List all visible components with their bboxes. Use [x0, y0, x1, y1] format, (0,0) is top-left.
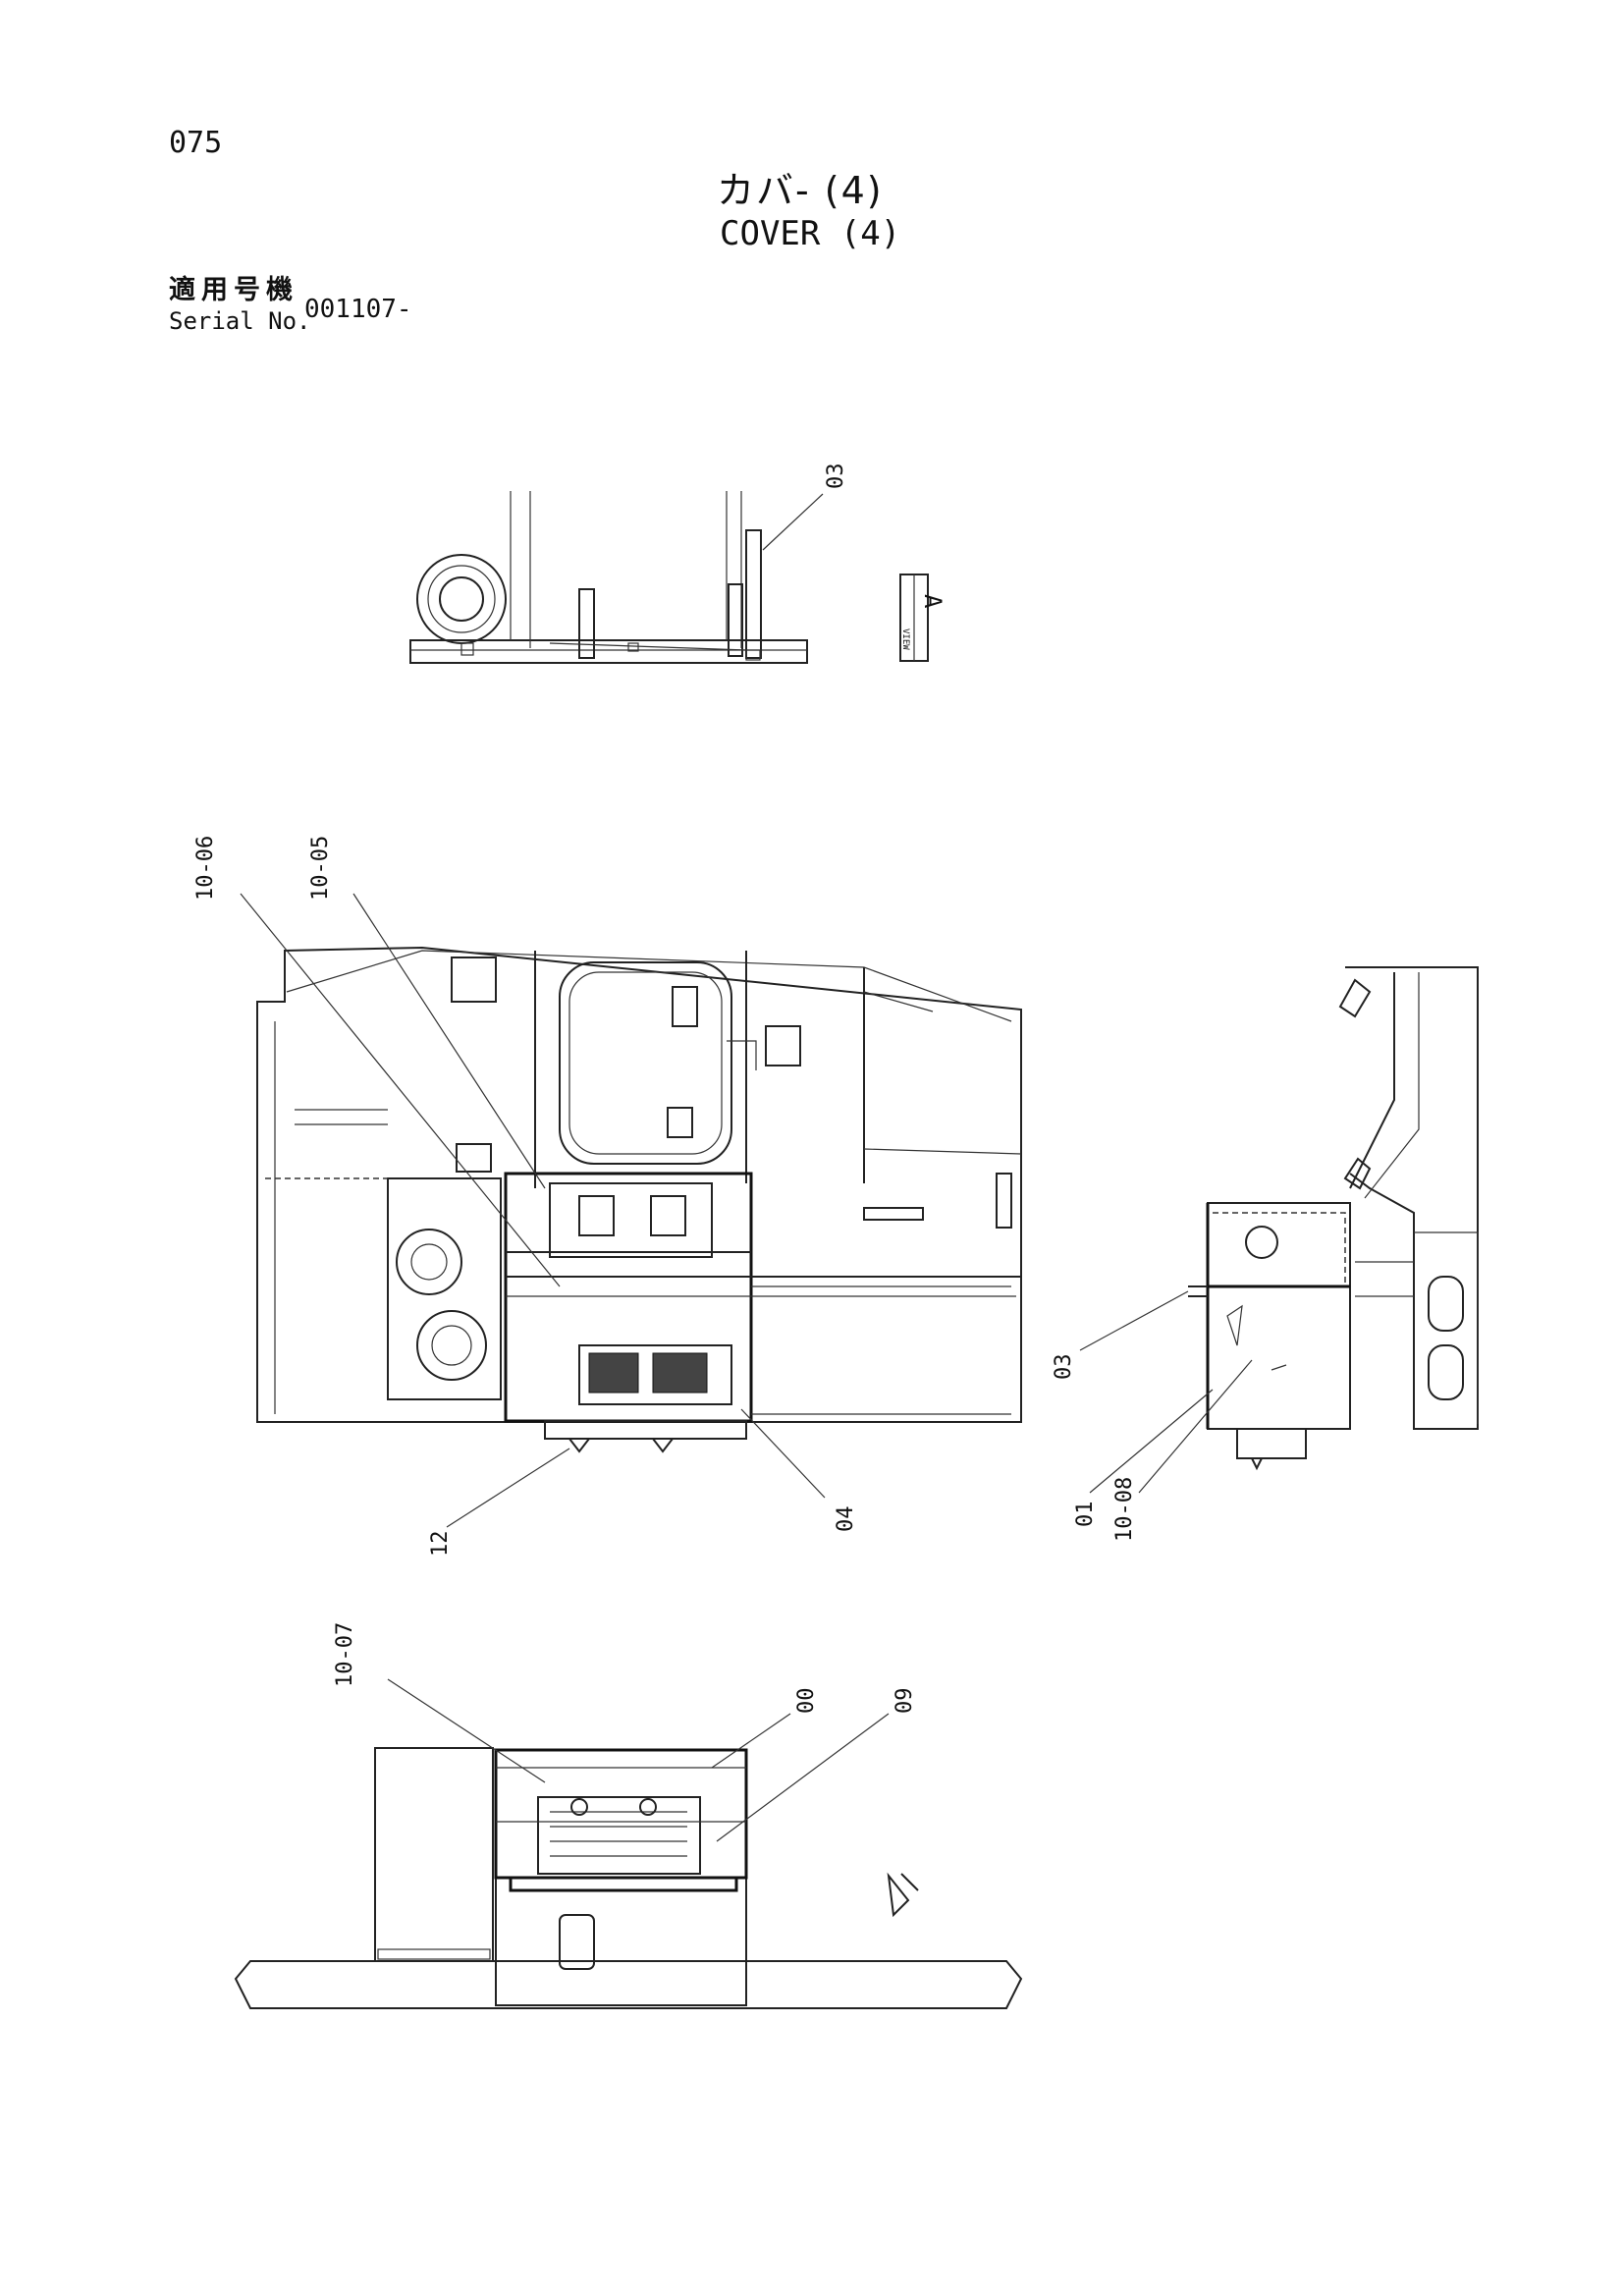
view-sub-label: VIEW — [900, 629, 910, 650]
view-a-drawing — [409, 491, 808, 664]
title-japanese: カバ- (4) — [717, 169, 884, 212]
side-view-drawing — [1188, 966, 1479, 1471]
callout-side-01: 01 — [1073, 1389, 1214, 1528]
callout-09: 09 — [716, 1688, 917, 1842]
callout-label: 00 — [794, 1688, 819, 1715]
callout-10-06: 10-06 — [193, 836, 561, 1287]
callout-label: 12 — [428, 1531, 453, 1558]
callout-label: 10-07 — [333, 1622, 357, 1687]
serial-number-value: 001107- — [304, 295, 412, 324]
callout-top-03: 03 — [762, 464, 848, 551]
callout-label: 10-08 — [1112, 1477, 1137, 1542]
view-letter: A — [919, 594, 947, 609]
callout-label: 10-05 — [308, 836, 333, 901]
front-view-drawing — [234, 1747, 1023, 2009]
callout-04: 04 — [740, 1408, 858, 1533]
serial-label-japanese: 適用号機 — [169, 275, 298, 305]
callout-label: 04 — [834, 1506, 858, 1533]
view-a-label: A VIEW — [899, 574, 947, 662]
page-number: 075 — [169, 126, 223, 160]
callout-label: 01 — [1073, 1502, 1098, 1528]
callout-label: 03 — [1052, 1354, 1076, 1381]
callout-side-03: 03 — [1052, 1290, 1189, 1381]
main-plan-drawing — [256, 946, 1022, 1453]
callout-10-05: 10-05 — [308, 836, 546, 1189]
callout-00: 00 — [711, 1688, 819, 1769]
callout-label: 03 — [824, 464, 848, 490]
callout-12: 12 — [428, 1448, 570, 1558]
callout-label: 09 — [893, 1688, 917, 1715]
callout-side-10-08: 10-08 — [1112, 1359, 1253, 1542]
title-english: COVER (4) — [720, 214, 901, 253]
callout-10-07: 10-07 — [333, 1622, 546, 1783]
callout-label: 10-06 — [193, 836, 218, 901]
serial-label-english: Serial No. — [169, 307, 311, 335]
